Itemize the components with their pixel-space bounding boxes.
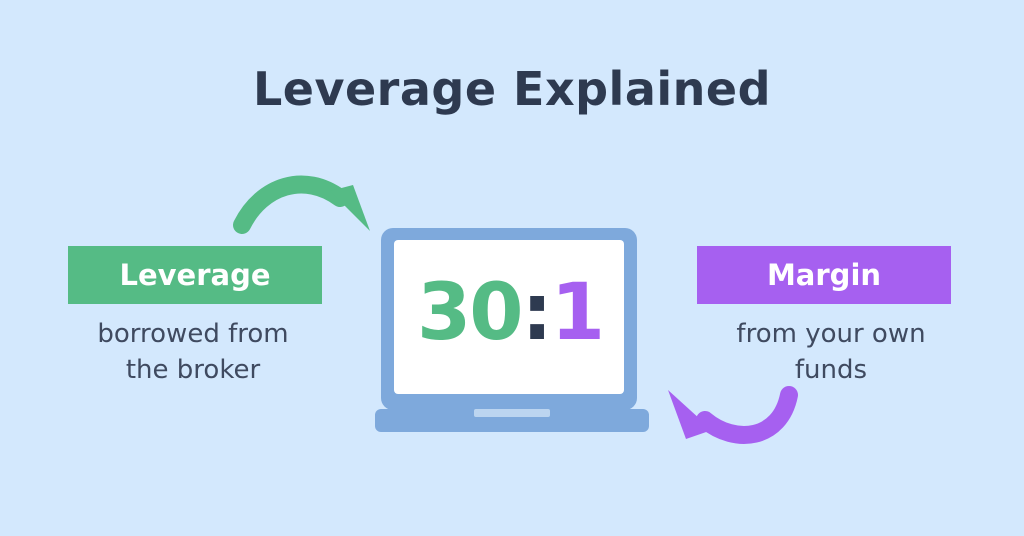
ratio-right: 1: [550, 268, 605, 358]
ratio-separator: :: [521, 268, 553, 358]
margin-desc-line2: funds: [794, 355, 868, 385]
ratio-left: 30: [416, 268, 524, 358]
leverage-desc-line2: the broker: [125, 355, 261, 385]
leverage-ratio: 30:1: [400, 268, 620, 358]
page-title: Leverage Explained: [252, 62, 772, 116]
leverage-desc-line1: borrowed from: [97, 319, 289, 349]
leverage-label-text: Leverage: [119, 258, 271, 292]
margin-desc-line1: from your own: [736, 319, 926, 349]
margin-label-text: Margin: [766, 258, 882, 292]
margin-description: from your own funds: [686, 316, 976, 388]
leverage-label: Leverage: [68, 246, 322, 304]
margin-label: Margin: [697, 246, 951, 304]
leverage-description: borrowed from the broker: [48, 316, 338, 388]
